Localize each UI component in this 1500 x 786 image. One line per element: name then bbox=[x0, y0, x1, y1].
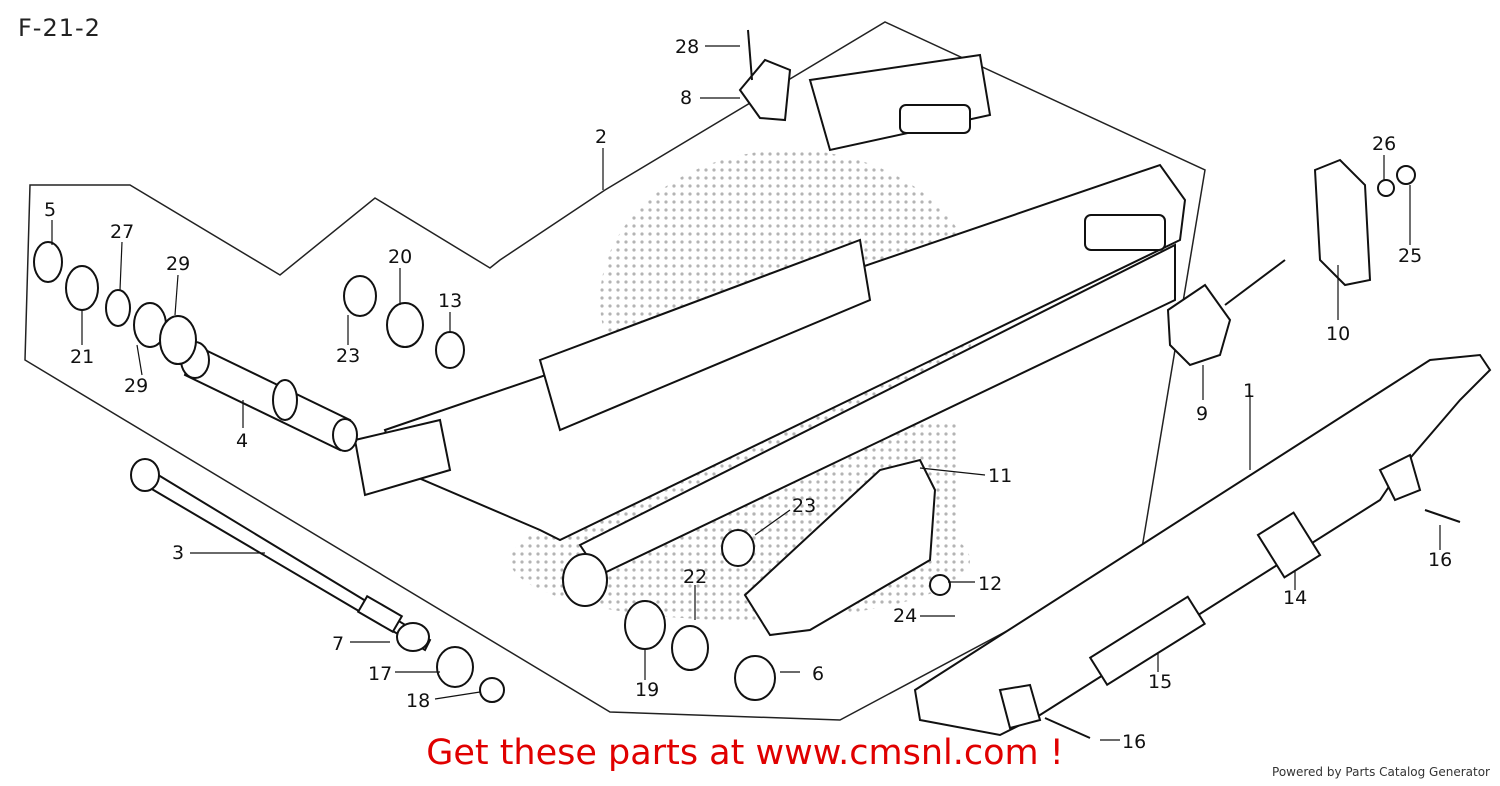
promo-banner[interactable]: Get these parts at www.cmsnl.com ! bbox=[0, 733, 1500, 773]
callout-16: 16 bbox=[1428, 549, 1452, 571]
callout-29: 29 bbox=[166, 253, 190, 275]
callout-21: 21 bbox=[70, 346, 94, 368]
callout-25: 25 bbox=[1398, 245, 1422, 267]
callout-23: 23 bbox=[336, 345, 360, 367]
callout-14: 14 bbox=[1283, 587, 1307, 609]
callout-15: 15 bbox=[1148, 671, 1172, 693]
chain-slider bbox=[743, 458, 937, 637]
callout-27: 27 bbox=[110, 221, 134, 243]
callout-6: 6 bbox=[812, 663, 824, 685]
callout-5: 5 bbox=[44, 199, 56, 221]
callout-17: 17 bbox=[368, 663, 392, 685]
callout-8: 8 bbox=[680, 87, 692, 109]
assembly-frame bbox=[24, 21, 1206, 721]
callout-29-b: 29 bbox=[124, 375, 148, 397]
callout-22: 22 bbox=[683, 566, 707, 588]
callout-10: 10 bbox=[1326, 323, 1350, 345]
callout-24: 24 bbox=[893, 605, 917, 627]
callout-23-b: 23 bbox=[792, 495, 816, 517]
pivot-collar bbox=[180, 341, 358, 452]
callout-3: 3 bbox=[172, 542, 184, 564]
promo-link[interactable]: Get these parts at www.cmsnl.com ! bbox=[426, 733, 1064, 773]
pivot-bolt bbox=[130, 458, 432, 652]
callout-7: 7 bbox=[332, 633, 344, 655]
leader-lines bbox=[51, 45, 1441, 741]
callout-28: 28 bbox=[675, 36, 699, 58]
callout-9: 9 bbox=[1196, 403, 1208, 425]
callout-20: 20 bbox=[388, 246, 412, 268]
callout-2: 2 bbox=[595, 126, 607, 148]
footer-credit: Powered by Parts Catalog Generator bbox=[1272, 765, 1490, 779]
swingarm bbox=[353, 53, 1187, 607]
callout-16-b: 16 bbox=[1122, 731, 1146, 753]
callout-labels: 1 2 3 4 5 6 7 8 9 10 11 12 13 14 15 16 1… bbox=[44, 36, 1452, 753]
callout-4: 4 bbox=[236, 430, 248, 452]
chain-adjuster bbox=[1166, 158, 1416, 367]
callout-26: 26 bbox=[1372, 133, 1396, 155]
callout-19: 19 bbox=[635, 679, 659, 701]
callout-12: 12 bbox=[978, 573, 1002, 595]
bearings bbox=[33, 241, 951, 703]
callout-1: 1 bbox=[1243, 380, 1255, 402]
chain-case bbox=[913, 353, 1492, 737]
callout-11: 11 bbox=[988, 465, 1012, 487]
hose-guide bbox=[738, 29, 1461, 739]
callout-13: 13 bbox=[438, 290, 462, 312]
diagram-code: F-21-2 bbox=[18, 14, 101, 42]
callout-18: 18 bbox=[406, 690, 430, 712]
